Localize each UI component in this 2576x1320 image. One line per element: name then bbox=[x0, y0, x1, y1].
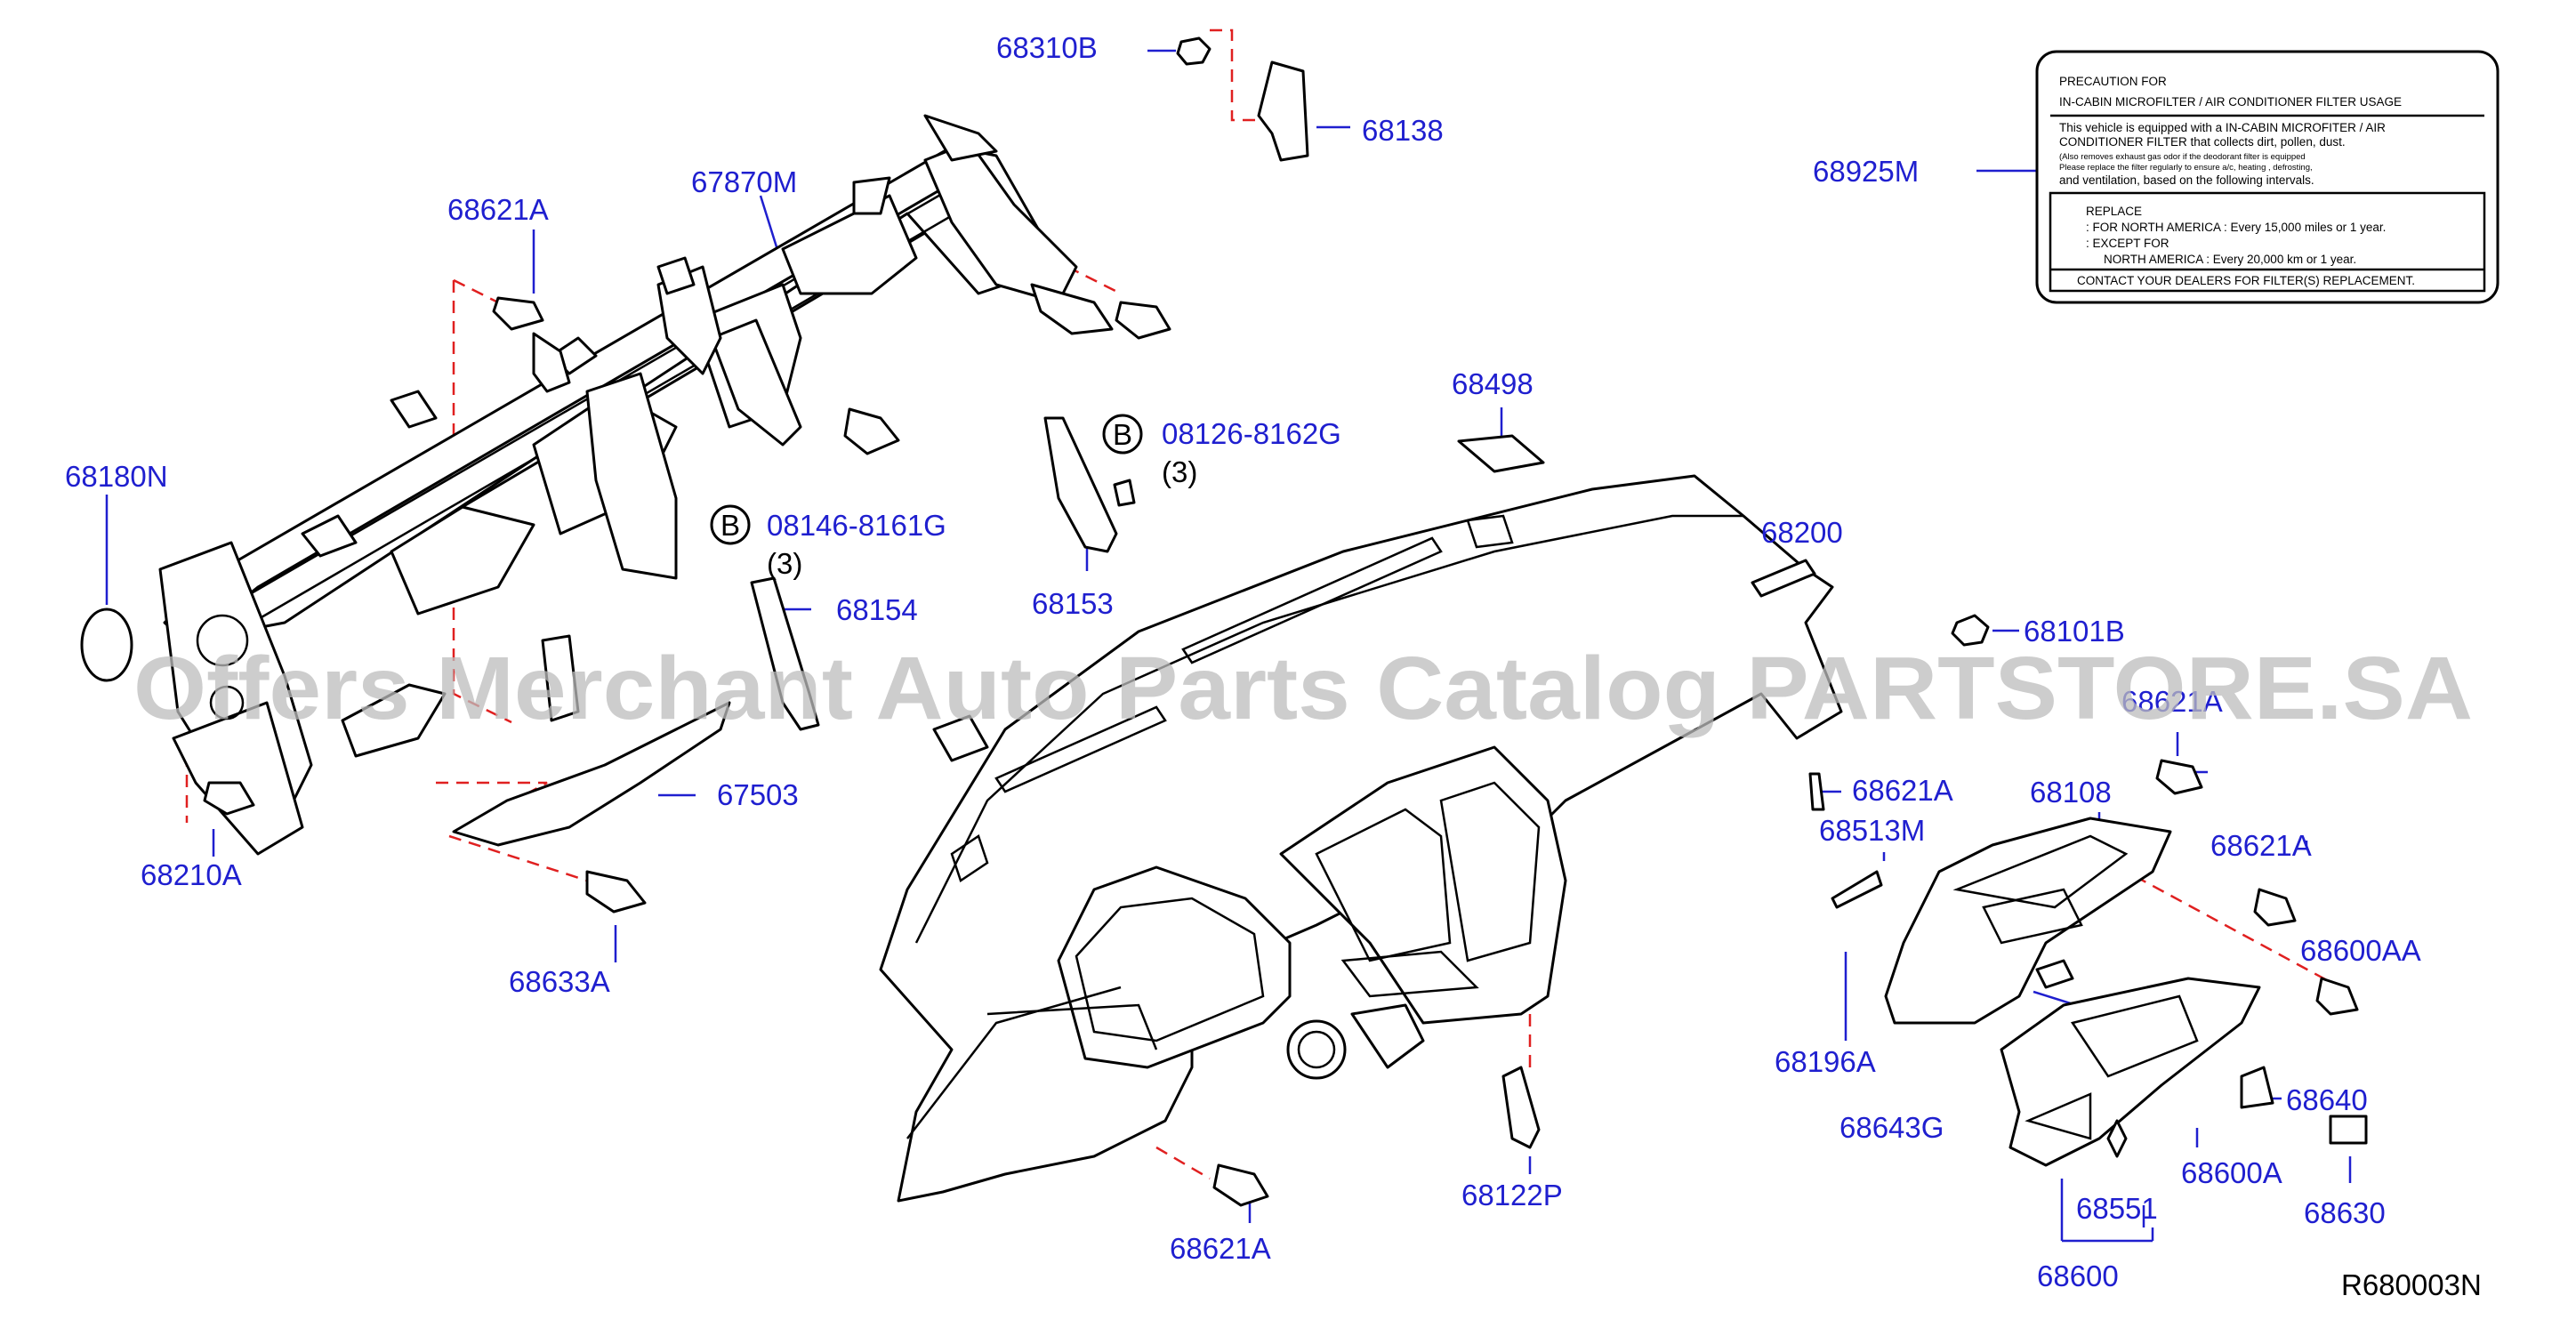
label-08126-qty: (3) bbox=[1162, 455, 1197, 488]
label-68122P[interactable]: 68122P bbox=[1461, 1179, 1563, 1211]
label-68621A-top[interactable]: 68621A bbox=[447, 193, 549, 226]
instrument-panel bbox=[879, 474, 1843, 1203]
callout-b-circle-icon bbox=[710, 504, 751, 545]
label-67870M[interactable]: 67870M bbox=[691, 165, 797, 198]
label-68498[interactable]: 68498 bbox=[1452, 367, 1534, 400]
label-68180N[interactable]: 68180N bbox=[65, 460, 168, 493]
label-68925M[interactable]: 68925M bbox=[1813, 155, 1919, 188]
label-68633A[interactable]: 68633A bbox=[509, 965, 610, 998]
label-68621A-mid[interactable]: 68621A bbox=[1852, 774, 1953, 807]
label-68200[interactable]: 68200 bbox=[1761, 516, 1843, 549]
label-68621A-right[interactable]: 68621A bbox=[2210, 829, 2312, 862]
label-68600AA[interactable]: 68600AA bbox=[2300, 934, 2421, 967]
label-68154[interactable]: 68154 bbox=[836, 593, 918, 626]
glove-box-parts bbox=[1751, 559, 2368, 1167]
part-labels: 68310B 68138 68621A 67870M 68925M 68498 … bbox=[65, 31, 2421, 1292]
notice-replace-head: REPLACE bbox=[2086, 205, 2142, 218]
notice-replace-3: NORTH AMERICA : Every 20,000 km or 1 yea… bbox=[2104, 253, 2356, 266]
notice-contact: CONTACT YOUR DEALERS FOR FILTER(S) REPLA… bbox=[2077, 274, 2415, 287]
label-68621A-bottom[interactable]: 68621A bbox=[1170, 1232, 1271, 1265]
callout-b-right: B bbox=[1113, 418, 1132, 451]
notice-title-2: IN-CABIN MICROFILTER / AIR CONDITIONER F… bbox=[2059, 95, 2402, 109]
label-67503[interactable]: 67503 bbox=[717, 778, 799, 811]
label-68310B[interactable]: 68310B bbox=[996, 31, 1098, 64]
label-68600[interactable]: 68600 bbox=[2037, 1260, 2119, 1292]
nut-68310B-icon bbox=[1176, 36, 1212, 66]
notice-replace-1: : FOR NORTH AMERICA : Every 15,000 miles… bbox=[2086, 221, 2386, 234]
watermark-text: Offers Merchant Auto Parts Catalog PARTS… bbox=[133, 639, 2473, 738]
label-68621A-right-top[interactable]: 68621A bbox=[2121, 685, 2223, 718]
callout-b-left: B bbox=[720, 509, 740, 542]
label-68108[interactable]: 68108 bbox=[2030, 776, 2112, 809]
label-68101B[interactable]: 68101B bbox=[2024, 615, 2125, 648]
label-68513M[interactable]: 68513M bbox=[1819, 814, 1925, 847]
cap-68180N-icon bbox=[80, 608, 133, 682]
callout-b-circle-icon bbox=[1102, 414, 1143, 455]
notice-body-2: CONDITIONER FILTER that collects dirt, p… bbox=[2059, 135, 2346, 149]
label-68210A[interactable]: 68210A bbox=[141, 858, 242, 891]
label-68196A[interactable]: 68196A bbox=[1775, 1045, 1876, 1078]
label-08146-8161G[interactable]: 08146-8161G bbox=[767, 509, 946, 542]
notice-replace-2: : EXCEPT FOR bbox=[2086, 237, 2169, 250]
notice-body-1: This vehicle is equipped with a IN-CABIN… bbox=[2059, 121, 2386, 134]
notice-small-2: Please replace the filter regularly to e… bbox=[2059, 163, 2313, 173]
steering-member bbox=[158, 114, 1114, 856]
notice-title-1: PRECAUTION FOR bbox=[2059, 75, 2167, 88]
label-68630[interactable]: 68630 bbox=[2304, 1196, 2386, 1229]
label-68153[interactable]: 68153 bbox=[1032, 587, 1114, 620]
label-68138[interactable]: 68138 bbox=[1362, 114, 1444, 147]
filter-notice-label: PRECAUTION FOR IN-CABIN MICROFILTER / AI… bbox=[2035, 50, 2500, 304]
label-68643G[interactable]: 68643G bbox=[1839, 1111, 1944, 1144]
fasteners-and-brackets bbox=[80, 36, 2359, 1207]
label-68551[interactable]: 68551 bbox=[2076, 1192, 2158, 1225]
label-08126-8162G[interactable]: 08126-8162G bbox=[1162, 417, 1341, 450]
notice-small-1: (Also removes exhaust gas odor if the de… bbox=[2059, 152, 2306, 162]
label-08146-qty: (3) bbox=[767, 547, 802, 580]
label-68640[interactable]: 68640 bbox=[2286, 1083, 2368, 1116]
diagram-reference: R680003N bbox=[2341, 1268, 2482, 1301]
nut-68101B-icon bbox=[1951, 614, 1990, 647]
callout-markers: B B bbox=[710, 414, 1143, 545]
notice-body-3: and ventilation, based on the following … bbox=[2059, 173, 2314, 187]
label-68600A[interactable]: 68600A bbox=[2181, 1156, 2282, 1189]
